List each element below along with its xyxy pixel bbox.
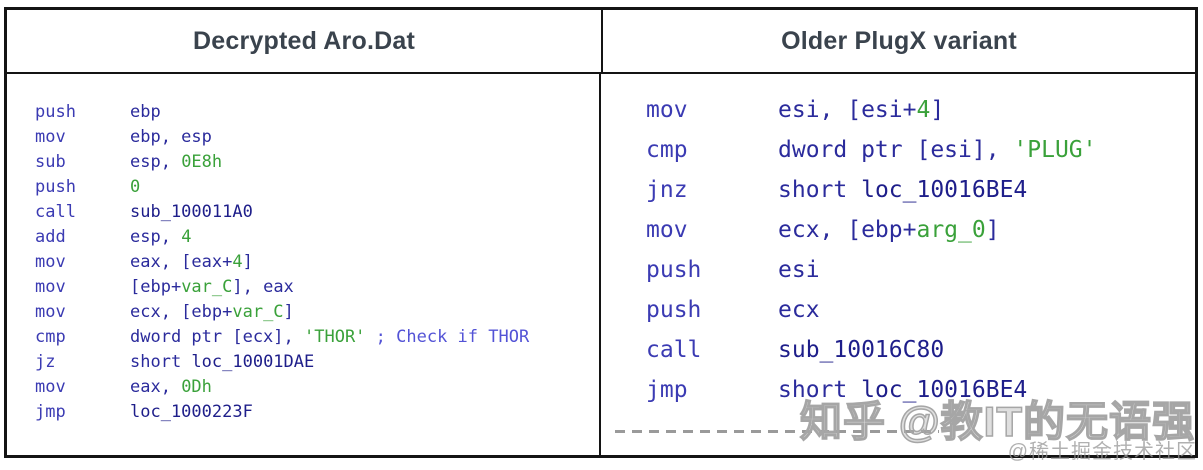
operand-token: sub_100011A0	[130, 202, 253, 222]
operand-token: 4	[181, 227, 192, 247]
code-line: jmp loc_1000223F	[35, 400, 599, 425]
mnemonic: mov	[646, 217, 688, 243]
mnemonic: push	[646, 297, 702, 323]
operand-token: short	[130, 352, 192, 372]
operand-token: ebp	[130, 102, 161, 122]
operand-token: ecx	[778, 297, 820, 323]
left-code-panel: push ebp mov ebp, esp sub esp, 0E8h push 0 call s…	[7, 74, 601, 455]
mnemonic: jz	[35, 352, 56, 372]
header-cell-right: Older PlugX variant	[603, 10, 1195, 72]
mnemonic: add	[35, 227, 66, 247]
mnemonic: mov	[35, 377, 66, 397]
mnemonic: jmp	[646, 377, 688, 403]
right-panel-title: Older PlugX variant	[781, 26, 1017, 55]
mnemonic: jmp	[35, 402, 66, 422]
code-line: mov [ebp+var_C], eax	[35, 275, 599, 300]
operand-token: [ebp+	[130, 277, 182, 297]
operand-token: 'PLUG'	[1013, 137, 1097, 163]
operand-token: loc_1000223F	[130, 402, 253, 422]
code-line: jnz short loc_10016BE4	[646, 170, 1195, 210]
code-line: mov esi, [esi+4]	[646, 90, 1195, 130]
operand-token: ]	[930, 97, 945, 123]
operand-token: esi	[778, 257, 820, 283]
code-line: cmp dword ptr [esi], 'PLUG'	[646, 130, 1195, 170]
operand-token: sub_10016C80	[778, 337, 945, 363]
code-line: cmp dword ptr [ecx], 'THOR' ; Check if TH…	[35, 325, 599, 350]
mnemonic: call	[646, 337, 702, 363]
code-line: sub esp, 0E8h	[35, 150, 599, 175]
operand-token: ebp, esp	[130, 127, 212, 147]
code-line: mov ebp, esp	[35, 125, 599, 150]
operand-token: 0E8h	[181, 152, 223, 172]
operand-token: esi, [esi+	[778, 97, 917, 123]
operand-token: esp,	[130, 227, 182, 247]
operand-token: var_C	[181, 277, 233, 297]
mnemonic: mov	[35, 277, 66, 297]
operand-token: loc_10001DAE	[191, 352, 315, 372]
operand-token	[365, 327, 375, 347]
code-line: push 0	[35, 175, 599, 200]
operand-token: 4	[916, 97, 931, 123]
header-cell-left: Decrypted Aro.Dat	[7, 10, 603, 72]
code-row: push ebp mov ebp, esp sub esp, 0E8h push 0 call s…	[7, 74, 1195, 455]
operand-token: arg_0	[916, 217, 986, 243]
code-line: call sub_100011A0	[35, 200, 599, 225]
operand-token: loc_10016BE4	[861, 177, 1028, 203]
operand-token: dword ptr [esi],	[778, 137, 1014, 163]
operand-token: short	[778, 177, 862, 203]
mnemonic: cmp	[646, 137, 688, 163]
comparison-table: Decrypted Aro.Dat Older PlugX variant pu…	[4, 7, 1198, 458]
operand-token: ecx, [ebp+	[778, 217, 917, 243]
header-row: Decrypted Aro.Dat Older PlugX variant	[7, 10, 1195, 74]
mnemonic: cmp	[35, 327, 66, 347]
code-line: mov eax, 0Dh	[35, 375, 599, 400]
code-line: push ebp	[35, 100, 599, 125]
right-code-panel: mov esi, [esi+4] cmp dword ptr [esi], 'PLUG…	[601, 74, 1195, 455]
code-line: jz short loc_10001DAE	[35, 350, 599, 375]
operand-token: var_C	[232, 302, 284, 322]
separator-dashed-line	[615, 430, 939, 433]
mnemonic: call	[35, 202, 76, 222]
code-line: push esi	[646, 250, 1195, 290]
operand-token: eax, [eax+	[130, 252, 233, 272]
operand-token: 'THOR'	[304, 327, 366, 347]
code-line: mov ecx, [ebp+var_C]	[35, 300, 599, 325]
operand-token: 0	[130, 177, 141, 197]
operand-token: 4	[232, 252, 243, 272]
operand-token: ecx, [ebp+	[130, 302, 233, 322]
mnemonic: sub	[35, 152, 66, 172]
operand-token: 0Dh	[181, 377, 212, 397]
operand-token: short	[778, 377, 862, 403]
mnemonic: mov	[35, 252, 66, 272]
mnemonic: mov	[35, 127, 66, 147]
operand-token: loc_10016BE4	[861, 377, 1028, 403]
watermark-zhihu: 知乎 @教IT的无语强	[799, 397, 1195, 446]
operand-token: dword ptr [ecx],	[130, 327, 304, 347]
operand-token: ]	[985, 217, 1000, 243]
code-line: add esp, 4	[35, 225, 599, 250]
code-line: call sub_10016C80	[646, 330, 1195, 370]
mnemonic: push	[35, 102, 76, 122]
watermark-juejin: @稀土掘金技术社区	[1007, 441, 1197, 463]
operand-token: ]	[283, 302, 294, 322]
operand-token: eax,	[130, 377, 182, 397]
operand-token: esp,	[130, 152, 182, 172]
mnemonic: push	[35, 177, 76, 197]
operand-token: ], eax	[232, 277, 294, 297]
code-line: jmp short loc_10016BE4	[646, 370, 1195, 410]
code-line: mov eax, [eax+4]	[35, 250, 599, 275]
mnemonic: jnz	[646, 177, 688, 203]
mnemonic: mov	[646, 97, 688, 123]
left-panel-title: Decrypted Aro.Dat	[193, 26, 415, 55]
code-line: mov ecx, [ebp+arg_0]	[646, 210, 1195, 250]
operand-token: ; Check if THOR	[375, 327, 530, 347]
code-line: push ecx	[646, 290, 1195, 330]
operand-token: ]	[242, 252, 253, 272]
mnemonic: mov	[35, 302, 66, 322]
mnemonic: push	[646, 257, 702, 283]
